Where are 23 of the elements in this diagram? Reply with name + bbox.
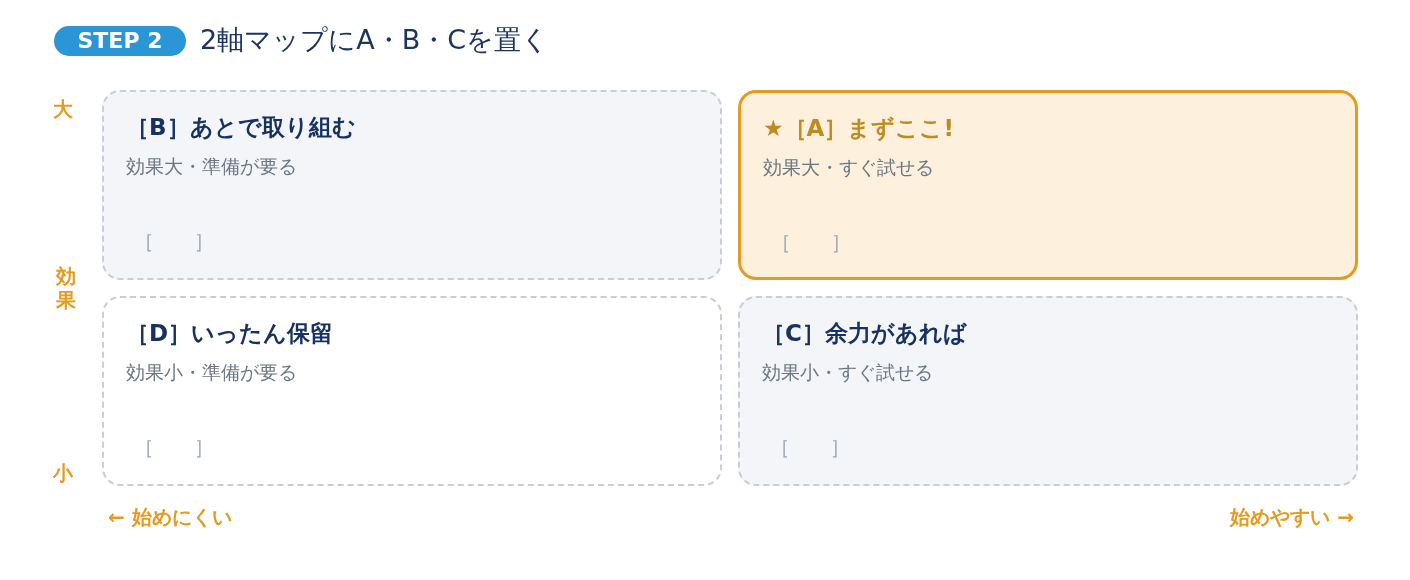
quadrant-card [738,296,1358,486]
quadrant-description: 効果小・準備が要る [126,360,297,385]
step-badge: STEP 2 [54,26,186,56]
quadrant-heading: ★［A］まずここ! [763,114,954,143]
axis-label: 始めやすい → [1230,504,1354,531]
quadrant-heading: ［B］あとで取り組む [126,113,356,142]
quadrant-card [738,90,1358,280]
axis-label: ← 始めにくい [108,504,232,531]
axis-label: 小 [53,460,73,487]
quadrant-card [102,90,722,280]
quadrant-heading: ［D］いったん保留 [126,319,334,348]
fill-in-brackets: ［ ］ [134,434,214,461]
quadrant-description: 効果大・準備が要る [126,154,297,179]
fill-in-brackets: ［ ］ [134,228,214,255]
quadrant-heading: ［C］余力があれば [762,319,967,348]
axis-label: 大 [53,96,73,123]
quadrant-description: 効果小・すぐ試せる [762,360,933,385]
axis-title: 効果 [56,264,77,312]
page-title: 2軸マップにA・B・Cを置く [200,23,550,57]
quadrant-card [102,296,722,486]
fill-in-brackets: ［ ］ [770,434,850,461]
quadrant-description: 効果大・すぐ試せる [763,155,934,180]
fill-in-brackets: ［ ］ [771,229,851,256]
